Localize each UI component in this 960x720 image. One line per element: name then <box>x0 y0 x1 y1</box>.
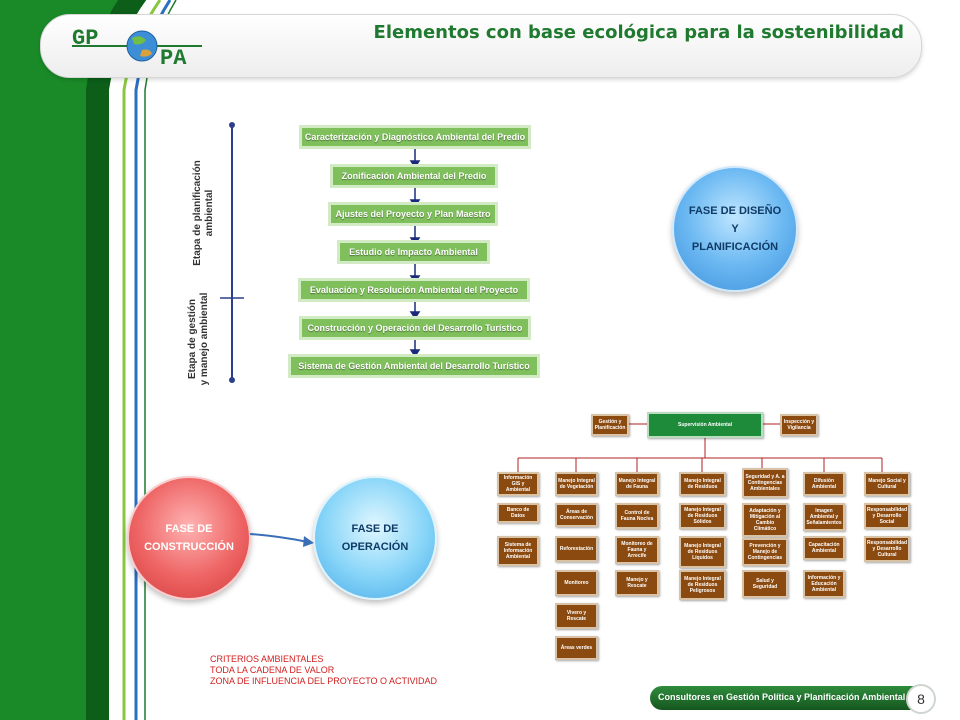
phase-construction: FASE DE CONSTRUCCIÓN <box>127 476 251 600</box>
org-col-1-item-2: Sistema de Información Ambiental <box>497 536 539 566</box>
org-gestion: Gestión y Planificación <box>591 414 629 436</box>
org-col-6-head: Difusión Ambiental <box>803 472 845 496</box>
phase-construction-label: FASE DE CONSTRUCCIÓN <box>144 523 234 553</box>
logo-text-right: PA <box>160 46 187 71</box>
flow-step-2: Zonificación Ambiental del Predio <box>330 164 498 188</box>
flow-step-1: Caracterización y Diagnóstico Ambiental … <box>299 125 531 149</box>
left-decoration <box>0 0 177 720</box>
org-col-7-head: Manejo Social y Cultural <box>864 472 910 496</box>
page-number: 8 <box>906 684 936 714</box>
logo-text-left: GP <box>72 26 99 51</box>
org-chart-lines <box>517 423 883 472</box>
org-col-4-item-1: Manejo Integral de Residuos Sólidos <box>679 503 726 529</box>
footer-text: Consultores en Gestión Política y Planif… <box>658 692 926 702</box>
flow-step-4: Estudio de Impacto Ambiental <box>337 240 490 264</box>
org-col-6-item-2: Capacitación Ambiental <box>803 536 845 560</box>
org-inspeccion: Inspección y Vigilancia <box>780 414 818 436</box>
label-planning-stage: Etapa de planificación ambiental <box>192 160 215 266</box>
org-supervision: Supervisión Ambiental <box>647 412 763 438</box>
org-col-5-item-3: Salud y Seguridad <box>742 570 788 598</box>
flow-step-6: Construcción y Operación del Desarrollo … <box>299 316 531 340</box>
org-col-6-item-3: Información y Educación Ambiental <box>803 570 845 598</box>
org-col-2-head: Manejo Integral de Vegetación <box>555 472 598 496</box>
phase-arrow <box>249 533 314 547</box>
org-col-2-item-1: Áreas de Conservación <box>555 503 598 527</box>
org-col-1-item-1: Banco de Datos <box>497 503 539 523</box>
org-col-3-item-3: Manejo y Rescate <box>615 570 659 596</box>
label-management-stage: Etapa de gestión y manejo ambiental <box>187 292 210 386</box>
org-col-3-item-2: Monitoreo de Fauna y Arrecife <box>615 536 659 564</box>
phase-operation-label: FASE DE OPERACIÓN <box>341 523 409 553</box>
org-col-7-item-2: Responsabilidad y Desarrollo Cultural <box>864 536 910 562</box>
org-col-3-head: Manejo Integral de Fauna <box>615 472 659 496</box>
org-col-2-item-5: Áreas verdes <box>555 636 598 660</box>
org-col-6-item-1: Imagen Ambiental y Señalamientos <box>803 503 845 531</box>
page-title: Elementos con base ecológica para la sos… <box>373 22 904 43</box>
org-col-4-head: Manejo Integral de Residuos <box>679 472 726 496</box>
org-col-2-item-4: Vivero y Rescate <box>555 603 598 629</box>
org-col-2-item-2: Reforestación <box>555 536 598 562</box>
flow-step-3: Ajustes del Proyecto y Plan Maestro <box>328 202 498 226</box>
criteria-item-2: TODA LA CADENA DE VALOR <box>210 665 335 675</box>
org-col-1-head: Información GIS y Ambiental <box>497 472 539 496</box>
criteria-list: CRITERIOS AMBIENTALES TODA LA CADENA DE … <box>210 654 437 687</box>
globe-icon <box>72 30 202 62</box>
org-col-5-item-2: Prevención y Manejo de Contingencias <box>742 538 788 566</box>
org-col-4-item-3: Manejo Integral de Residuos Peligrosos <box>679 570 726 600</box>
flow-step-5: Evaluación y Resolución Ambiental del Pr… <box>298 278 530 302</box>
phase-design: FASE DE DISEÑO Y PLANIFICACIÓN <box>672 166 798 292</box>
org-col-2-item-3: Monitoreo <box>555 570 598 596</box>
flow-step-7: Sistema de Gestión Ambiental del Desarro… <box>288 354 540 378</box>
phase-design-label: FASE DE DISEÑO Y PLANIFICACIÓN <box>688 205 782 253</box>
footer-bar <box>650 686 930 710</box>
org-col-5-head: Seguridad y A. a Contingencias Ambiental… <box>742 468 788 498</box>
org-col-4-item-2: Manejo Integral de Residuos Líquidos <box>679 536 726 568</box>
criteria-item-3: ZONA DE INFLUENCIA DEL PROYECTO O ACTIVI… <box>210 676 438 686</box>
phase-operation: FASE DE OPERACIÓN <box>313 476 437 600</box>
logo: GP PA <box>72 22 212 71</box>
org-col-5-item-1: Adaptación y Mitigación al Cambio Climát… <box>742 503 788 537</box>
criteria-item-1: CRITERIOS AMBIENTALES <box>210 654 324 664</box>
org-col-7-item-1: Responsabilidad y Desarrollo Social <box>864 503 910 529</box>
org-col-3-item-1: Control de Fauna Nociva <box>615 503 659 529</box>
